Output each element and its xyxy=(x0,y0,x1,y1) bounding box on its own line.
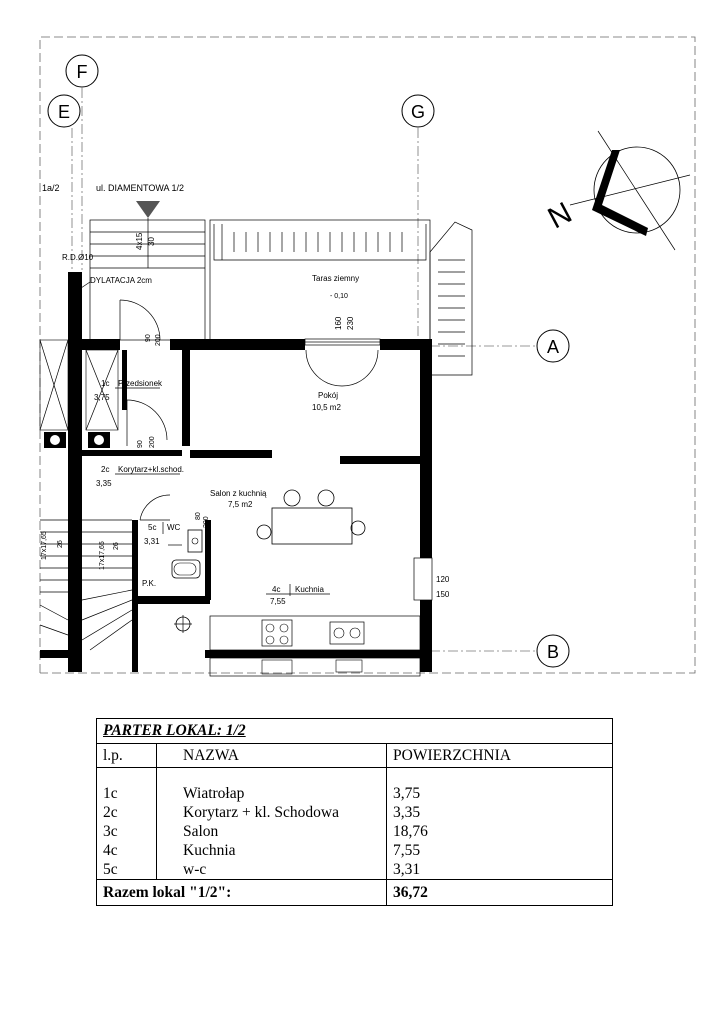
room-2c-label: Korytarz+kl.schod. xyxy=(118,465,184,474)
inspection-point-icon xyxy=(174,615,192,633)
entrance-marker-icon xyxy=(136,201,160,218)
plot-boundary xyxy=(39,36,696,674)
svg-text:26: 26 xyxy=(57,540,64,548)
svg-text:A: A xyxy=(547,337,559,357)
north-arrow-icon: N xyxy=(543,130,691,251)
terrace xyxy=(209,219,473,376)
svg-text:230: 230 xyxy=(346,316,355,330)
svg-text:4c: 4c xyxy=(272,585,280,594)
kitchen-counter xyxy=(209,615,421,677)
svg-text:3,75: 3,75 xyxy=(94,393,110,402)
svg-text:3,35: 3,35 xyxy=(96,479,112,488)
svg-text:N: N xyxy=(543,196,578,235)
room-pokoj-label: Pokój xyxy=(318,391,338,400)
svg-text:160: 160 xyxy=(334,316,343,330)
toilet-icon xyxy=(171,559,201,579)
table-row: 2c Korytarz + kl. Schodowa 3,35 xyxy=(96,803,613,822)
svg-text:1c: 1c xyxy=(101,379,109,388)
terrace-label: Taras ziemny xyxy=(312,274,359,283)
room-pokoj-area: 10,5 m2 xyxy=(312,403,341,412)
sink-icon xyxy=(187,529,203,553)
table-row: 3c Salon 18,76 xyxy=(96,822,613,841)
street-label: ul. DIAMENTOWA 1/2 xyxy=(96,183,184,193)
table-title: PARTER LOKAL: 1/2 xyxy=(96,718,613,744)
area-table: PARTER LOKAL: 1/2 l.p. NAZWA POWIERZCHNI… xyxy=(96,718,613,906)
svg-text:30: 30 xyxy=(147,237,156,246)
salon-label: Salon z kuchnią xyxy=(210,489,267,498)
svg-text:90: 90 xyxy=(137,440,144,448)
axis-bubble-e: E xyxy=(47,94,81,128)
header-area: POWIERZCHNIA xyxy=(386,743,613,768)
svg-text:3,31: 3,31 xyxy=(144,537,160,546)
terrace-door xyxy=(304,338,381,387)
svg-text:26: 26 xyxy=(113,542,120,550)
table-total-row: Razem lokal "1/2": 36,72 xyxy=(96,879,613,906)
svg-text:200: 200 xyxy=(203,516,210,528)
svg-text:F: F xyxy=(77,62,88,82)
svg-text:B: B xyxy=(547,642,559,662)
wc-door xyxy=(139,494,171,521)
floor-plan: F E G A B N 1a/2 ul. DIAMENTOWA 1/2 R.D.… xyxy=(39,36,696,677)
svg-text:120: 120 xyxy=(436,575,450,584)
kitchen-window xyxy=(413,557,433,601)
svg-text:5c: 5c xyxy=(148,523,156,532)
svg-text:- 0,10: - 0,10 xyxy=(330,293,348,300)
svg-text:7,55: 7,55 xyxy=(270,597,286,606)
svg-text:17x17,65: 17x17,65 xyxy=(99,541,106,570)
dining-table-icon xyxy=(256,489,366,545)
room-1c-label: Przedsionek xyxy=(118,379,163,388)
axis-bubble-a: A xyxy=(536,329,570,363)
svg-text:90: 90 xyxy=(145,334,152,342)
entrance-door xyxy=(119,299,161,341)
table-row: 1c Wiatrołap 3,75 xyxy=(96,767,613,803)
svg-text:200: 200 xyxy=(149,436,156,448)
header-name: NAZWA xyxy=(156,743,387,768)
header-lp: l.p. xyxy=(96,743,157,768)
room-4c-label: Kuchnia xyxy=(295,585,324,594)
total-label: Razem lokal "1/2": xyxy=(96,879,387,906)
svg-text:200: 200 xyxy=(155,334,162,346)
ventilation-icon xyxy=(44,432,110,448)
walls xyxy=(40,272,432,672)
table-header: l.p. NAZWA POWIERZCHNIA xyxy=(96,743,613,768)
table-row: 4c Kuchnia 7,55 xyxy=(96,841,613,860)
axis-bubble-b: B xyxy=(536,634,570,668)
interior-door xyxy=(126,399,168,446)
svg-text:4x15: 4x15 xyxy=(135,232,144,250)
neighbor-label: 1a/2 xyxy=(42,183,60,193)
svg-text:80: 80 xyxy=(195,512,202,520)
table-row: 5c w-c 3,31 xyxy=(96,860,613,880)
svg-text:G: G xyxy=(411,102,425,122)
svg-text:17x17,65: 17x17,65 xyxy=(41,531,48,560)
total-value: 36,72 xyxy=(386,879,613,906)
pk-label: P.K. xyxy=(142,579,156,588)
rd-label: R.D.Ø10 xyxy=(62,253,94,262)
dilatation-label: DYLATACJA 2cm xyxy=(90,276,152,285)
axis-bubble-f: F xyxy=(65,54,99,88)
svg-text:7,5 m2: 7,5 m2 xyxy=(228,500,253,509)
entrance-stairs xyxy=(89,218,206,341)
svg-text:2c: 2c xyxy=(101,465,109,474)
axis-bubble-g: G xyxy=(401,94,435,128)
staircase xyxy=(39,519,133,651)
svg-text:150: 150 xyxy=(436,590,450,599)
svg-text:E: E xyxy=(58,102,70,122)
room-5c-label: WC xyxy=(167,523,181,532)
